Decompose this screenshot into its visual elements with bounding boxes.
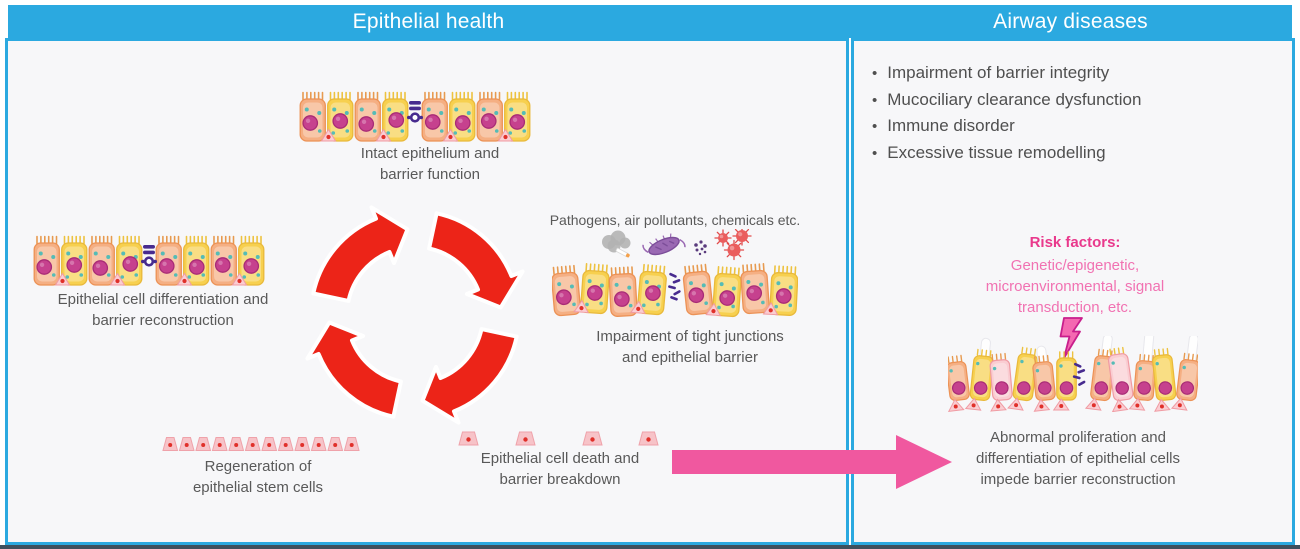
bullet-dot-icon: • (872, 118, 878, 135)
impaired-epithelium-illustration (552, 258, 798, 320)
right-panel-title: Airway diseases (993, 10, 1148, 33)
disease-bullet: • Excessive tissue remodelling (866, 140, 1276, 167)
stem-cells-illustration (162, 435, 360, 452)
figure-header-bar: Epithelial health Airway diseases (8, 5, 1292, 38)
disease-bullet: • Impairment of barrier integrity (866, 60, 1276, 87)
virus-icon (713, 229, 755, 261)
risk-factors-title: Risk factors: (1029, 234, 1121, 251)
intact-epithelium-caption: Intact epithelium and barrier function (360, 145, 500, 183)
differentiation-epithelium-illustration (33, 230, 265, 288)
cycle-arrows-icon (291, 191, 539, 439)
dying-cells-illustration (458, 429, 660, 447)
particulates-icon (692, 229, 708, 261)
disease-bullet: • Mucociliary clearance dysfunction (866, 87, 1276, 114)
intact-epithelium-illustration (299, 86, 531, 144)
disease-bullet-label: Mucociliary clearance dysfunction (887, 89, 1142, 109)
pathogen-icon-row (598, 226, 776, 264)
bullet-dot-icon: • (872, 144, 878, 162)
risk-factors-text: Genetic/epigenetic, microenvironmental, … (985, 257, 1165, 316)
bullet-dot-icon: • (872, 65, 878, 82)
smoke-cigarette-icon (598, 229, 636, 261)
abnormal-epithelium-illustration (948, 336, 1198, 412)
disease-bullet: • Immune disorder (866, 113, 1276, 140)
cell-death-caption: Epithelial cell death and barrier breakd… (480, 450, 640, 488)
bullet-dot-icon: • (872, 91, 878, 109)
differentiation-caption: Epithelial cell differentiation and barr… (57, 291, 269, 329)
disease-bullet-label: Excessive tissue remodelling (887, 142, 1106, 162)
disease-bullet-label: Impairment of barrier integrity (887, 63, 1110, 82)
pink-arrow-icon (672, 433, 954, 491)
left-panel-title: Epithelial health (352, 10, 505, 33)
figure-bottom-edge (0, 545, 1300, 549)
lightning-bolt-icon (1056, 317, 1088, 359)
abnormal-proliferation-caption: Abnormal proliferation and differentiati… (975, 429, 1181, 488)
pathogens-caption: Pathogens, air pollutants, chemicals etc… (549, 212, 801, 228)
disease-bullet-label: Immune disorder (887, 116, 1015, 135)
impairment-caption: Impairment of tight junctions and epithe… (596, 328, 784, 366)
regeneration-caption: Regeneration of epithelial stem cells (192, 458, 324, 496)
bacterium-icon (641, 229, 687, 261)
disease-bullet-list: • Impairment of barrier integrity • Muco… (866, 60, 1276, 166)
